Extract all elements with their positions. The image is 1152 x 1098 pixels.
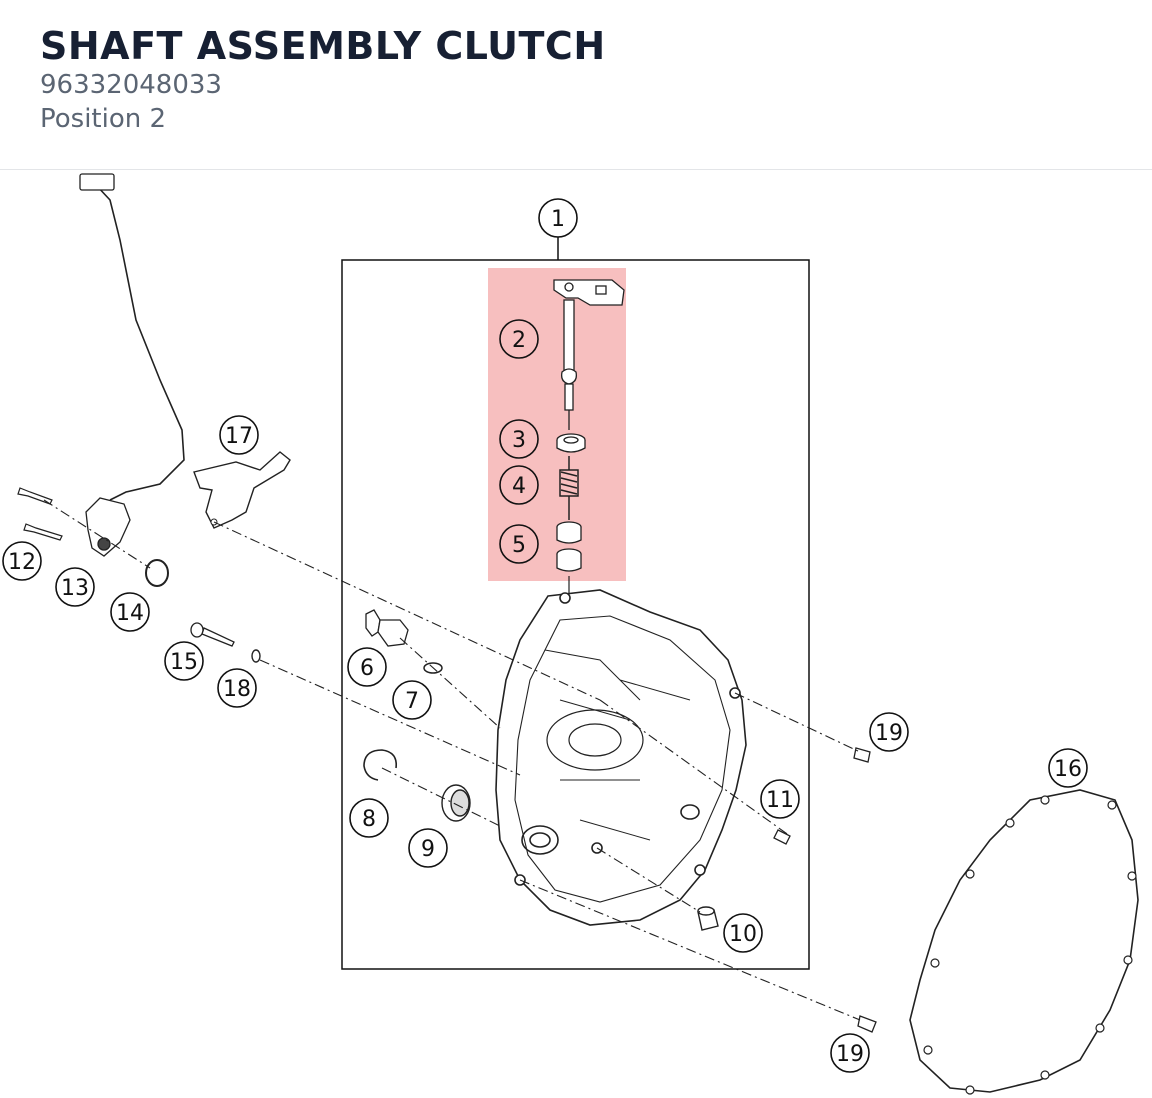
- callout-15[interactable]: 15: [164, 641, 204, 681]
- callout-circle: [349, 798, 389, 838]
- callout-label: 5: [512, 533, 526, 558]
- callout-19[interactable]: 19: [869, 712, 909, 752]
- callout-circle: [869, 712, 909, 752]
- callout-circle: [164, 641, 204, 681]
- callout-circle: [347, 647, 387, 687]
- callout-label: 19: [875, 721, 903, 746]
- callout-1[interactable]: 1: [538, 198, 578, 238]
- circlip-part[interactable]: [363, 749, 398, 781]
- callout-label: 10: [729, 922, 757, 947]
- callout-3[interactable]: 3: [499, 419, 539, 459]
- gasket-part[interactable]: [909, 789, 1139, 1093]
- callout-circle: [55, 567, 95, 607]
- callout-circle: [760, 779, 800, 819]
- callout-7[interactable]: 7: [392, 680, 432, 720]
- bolt-part[interactable]: [190, 622, 235, 647]
- callout-circle: [499, 524, 539, 564]
- callout-14[interactable]: 14: [110, 592, 150, 632]
- actuator-part[interactable]: [85, 497, 131, 557]
- position-label: Position 2: [40, 104, 167, 134]
- callout-8[interactable]: 8: [349, 798, 389, 838]
- callout-13[interactable]: 13: [55, 567, 95, 607]
- callout-9[interactable]: 9: [408, 828, 448, 868]
- callout-circle: [219, 415, 259, 455]
- connector-part[interactable]: [79, 173, 115, 191]
- bolts-part[interactable]: [17, 487, 63, 541]
- callout-circle: [1048, 748, 1088, 788]
- callout-label: 3: [512, 428, 526, 453]
- clutch-cover-part[interactable]: [495, 589, 747, 926]
- callout-10[interactable]: 10: [723, 913, 763, 953]
- page-header: SHAFT ASSEMBLY CLUTCH 96332048033 Positi…: [0, 0, 1152, 170]
- callout-circle: [392, 680, 432, 720]
- bushing-part[interactable]: [556, 521, 582, 572]
- callout-label: 18: [223, 677, 251, 702]
- callout-circle: [2, 541, 42, 581]
- seal-ring-part[interactable]: [145, 559, 169, 587]
- callout-label: 19: [836, 1042, 864, 1067]
- page-title: SHAFT ASSEMBLY CLUTCH: [40, 24, 606, 68]
- o-ring-part[interactable]: [423, 662, 443, 674]
- callout-circle: [499, 465, 539, 505]
- callout-18[interactable]: 18: [217, 668, 257, 708]
- callout-circle: [408, 828, 448, 868]
- callout-4[interactable]: 4: [499, 465, 539, 505]
- callout-circle: [499, 319, 539, 359]
- callout-5[interactable]: 5: [499, 524, 539, 564]
- part-number: 96332048033: [40, 70, 222, 100]
- callout-label: 17: [225, 424, 253, 449]
- callout-label: 14: [116, 601, 144, 626]
- callout-17[interactable]: 17: [219, 415, 259, 455]
- callout-16[interactable]: 16: [1048, 748, 1088, 788]
- callout-label: 15: [170, 650, 198, 675]
- callout-19[interactable]: 19: [830, 1033, 870, 1073]
- callout-circle: [538, 198, 578, 238]
- dowel-pin-lower[interactable]: [857, 1015, 877, 1033]
- callout-label: 2: [512, 328, 526, 353]
- callout-label: 8: [362, 807, 376, 832]
- callout-label: 13: [61, 576, 89, 601]
- assembly-frame: [341, 259, 810, 970]
- plug-part[interactable]: [773, 829, 791, 845]
- callout-label: 12: [8, 550, 36, 575]
- bracket-part[interactable]: [193, 451, 291, 529]
- spring-part[interactable]: [559, 456, 579, 520]
- callout-label: 11: [766, 788, 794, 813]
- alignment-lines: [43, 499, 861, 1021]
- callout-label: 1: [551, 207, 565, 232]
- callout-circle: [830, 1033, 870, 1073]
- washer-part[interactable]: [251, 649, 261, 663]
- callout-label: 9: [421, 837, 435, 862]
- dowel-pin-upper[interactable]: [853, 747, 871, 763]
- shaft-part[interactable]: [553, 279, 625, 430]
- sensor-part[interactable]: [365, 609, 409, 647]
- cable-part[interactable]: [95, 184, 185, 501]
- callout-6[interactable]: 6: [347, 647, 387, 687]
- callout-label: 6: [360, 656, 374, 681]
- callout-circle: [110, 592, 150, 632]
- dowel-part[interactable]: [697, 906, 719, 931]
- callout-circle: [499, 419, 539, 459]
- callout-circle: [217, 668, 257, 708]
- gasket-bolt-holes: [923, 795, 1137, 1095]
- callout-12[interactable]: 12: [2, 541, 42, 581]
- callout-11[interactable]: 11: [760, 779, 800, 819]
- callout-label: 7: [405, 689, 419, 714]
- callout-circle: [723, 913, 763, 953]
- bearing-part[interactable]: [556, 433, 586, 453]
- callout-label: 16: [1054, 757, 1082, 782]
- callout-2[interactable]: 2: [499, 319, 539, 359]
- callout-label: 4: [512, 474, 526, 499]
- seal-part[interactable]: [441, 784, 471, 822]
